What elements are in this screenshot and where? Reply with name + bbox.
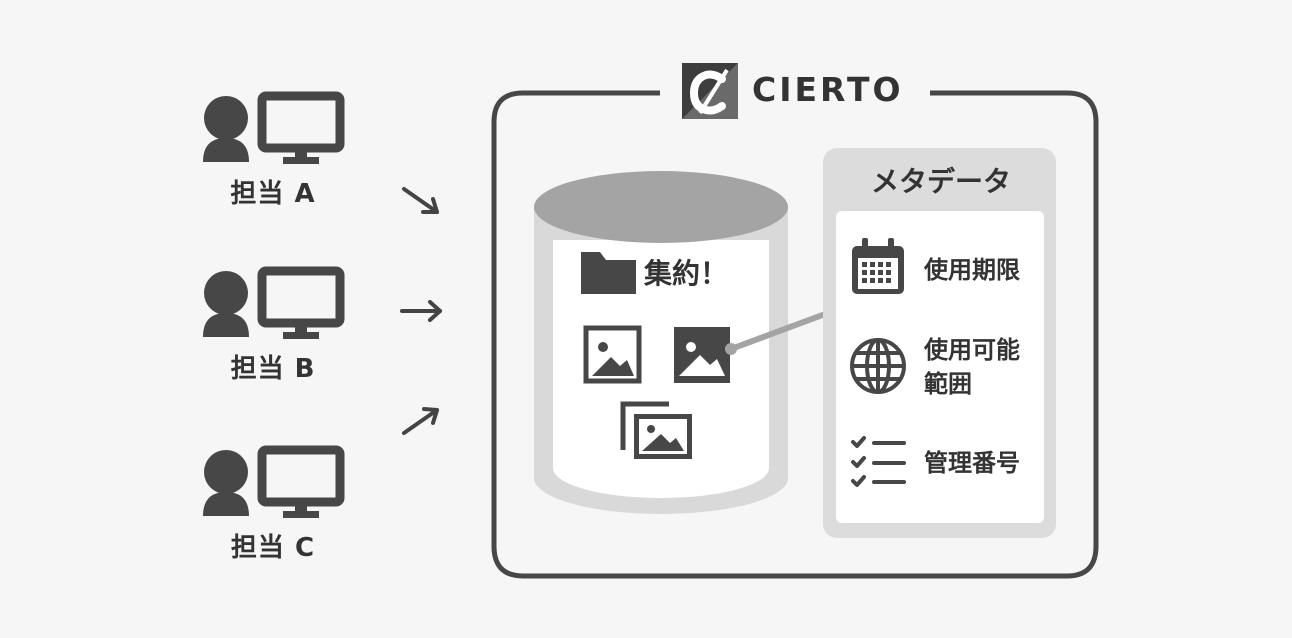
connector-line [725,307,838,355]
storage-label: 集約！ [644,257,729,290]
image-stack-icon [620,401,692,459]
user-label: 担当 B [230,354,316,384]
image-icon-outline [583,325,642,384]
user-b-graphic [203,266,345,339]
metadata-item-expiry: 使用期限 [924,256,1020,284]
cierto-frame [491,90,1099,579]
metadata-item-scope: 使用可能 範囲 [924,333,1020,401]
metadata-item-scope-line2: 範囲 [924,370,972,398]
user-a: 担当 A [193,93,373,213]
metadata-title: メタデータ [870,165,1011,198]
person-icon [203,271,249,337]
user-label: 担当 A [230,179,316,209]
user-b: 担当 B [193,268,373,388]
calendar-icon [852,238,904,294]
checklist-icon [851,436,906,487]
arrow-icon-c [402,407,439,435]
cierto-logo-icon [682,63,738,119]
metadata-item-scope-line1: 使用可能 [924,336,1020,364]
folder-icon [581,252,636,294]
user-c-graphic [203,445,345,518]
person-icon [203,96,249,162]
monitor-icon [257,445,345,518]
user-a-graphic [203,91,345,164]
arrow-icon-a [402,187,439,214]
monitor-icon [257,266,345,339]
metadata-item-number: 管理番号 [924,449,1020,477]
user-label: 担当 C [230,533,316,563]
cierto-logo-text: CIERTO [752,70,904,109]
image-icon-filled [674,327,730,383]
arrow-icon-b [400,300,442,322]
person-icon [203,450,249,516]
user-c: 担当 C [193,447,373,567]
globe-icon [850,338,906,394]
monitor-icon [257,91,345,164]
